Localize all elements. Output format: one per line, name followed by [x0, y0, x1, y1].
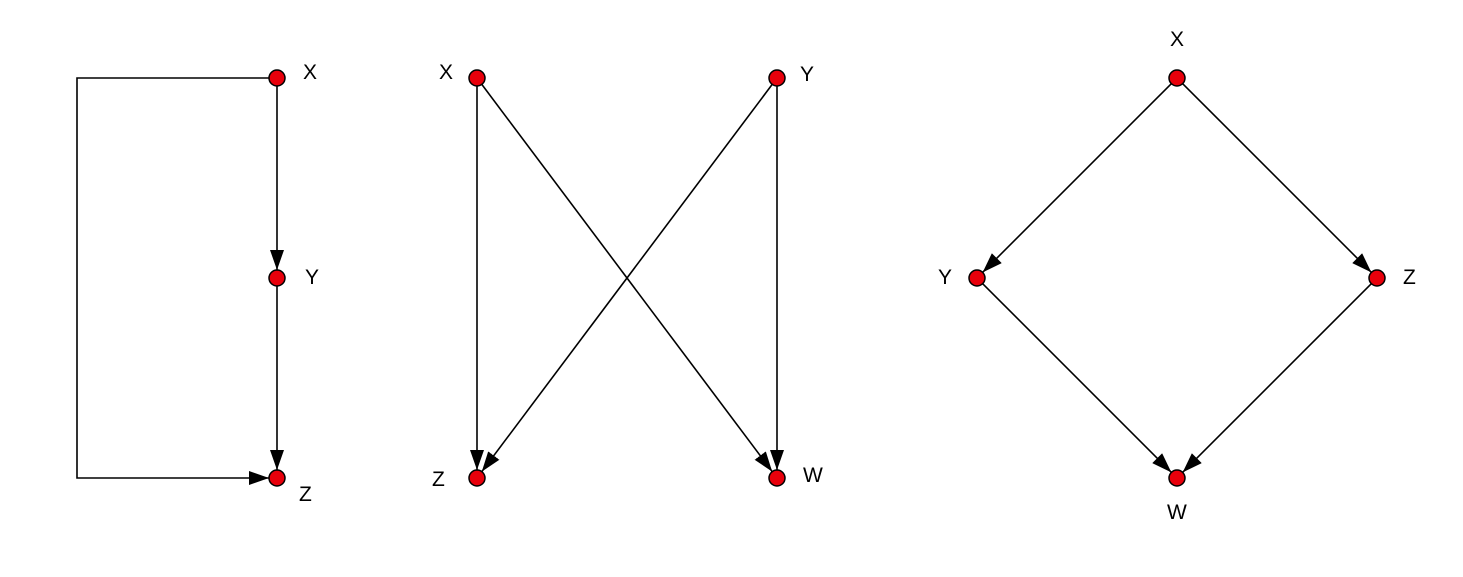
diagram-3-node-w — [1168, 469, 1186, 487]
diagram-3-edge-z-to-w — [1182, 283, 1372, 473]
diagram-3-edge-x-to-y — [982, 83, 1172, 273]
diagram-1-node-x — [268, 69, 286, 87]
edge-layer — [76, 77, 1372, 485]
diagram-3-edge-y-to-w — [982, 283, 1172, 473]
diagram-1-node-label-x: X — [303, 61, 317, 84]
diagram-2-node-x — [468, 69, 486, 87]
diagram-1-node-label-z: Z — [299, 483, 312, 506]
diagram-1-node-z — [268, 469, 286, 487]
diagram-1-node-label-y: Y — [305, 266, 319, 289]
node-layer — [268, 69, 1386, 487]
diagram-2-node-y — [768, 69, 786, 87]
diagram-3-node-label-x: X — [1170, 28, 1184, 51]
diagram-2-node-label-y: Y — [800, 63, 814, 86]
diagram-2-edge-y-to-z — [481, 83, 773, 473]
diagram-2-node-label-x: X — [439, 61, 453, 84]
diagram-3-edge-x-to-z — [1182, 83, 1372, 273]
diagram-2-node-label-z: Z — [432, 468, 445, 491]
diagram-3-node-label-z: Z — [1403, 266, 1416, 289]
diagram-3-node-x — [1168, 69, 1186, 87]
diagram-3-node-y — [968, 269, 986, 287]
diagram-2-node-z — [468, 469, 486, 487]
diagram-1-edge-x-to-z — [76, 77, 269, 485]
diagram-3-node-label-w: W — [1167, 501, 1187, 524]
diagram-1-node-y — [268, 269, 286, 287]
diagram-3-node-label-y: Y — [938, 266, 952, 289]
diagram-3-node-z — [1368, 269, 1386, 287]
diagram-2-node-w — [768, 469, 786, 487]
diagram-2-node-label-w: W — [803, 464, 823, 487]
